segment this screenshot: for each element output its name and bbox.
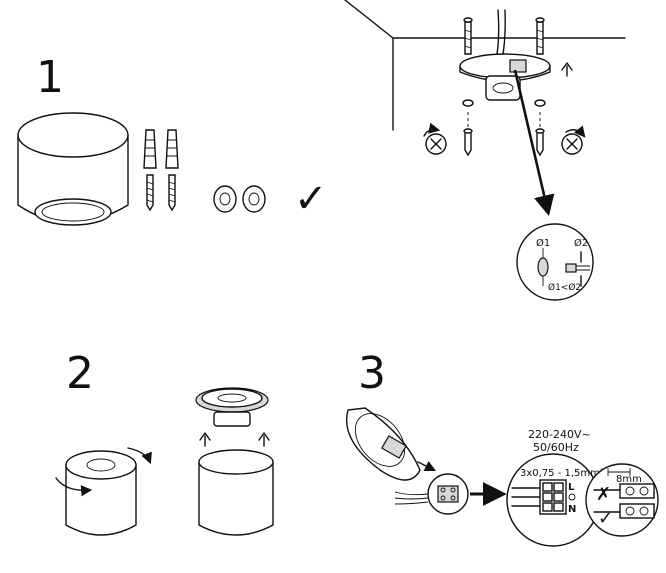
screw-icon: [146, 174, 176, 212]
ceiling-screw-right: [535, 17, 545, 55]
detail-label-relation: Ø1<Ø2: [548, 282, 581, 293]
base-with-terminal-step3: [346, 407, 437, 481]
cable-spec-label: 3x0,75 - 1,5mm²: [520, 468, 604, 479]
cross-mark: ✗: [596, 484, 611, 505]
lower-screw-right: [535, 128, 545, 157]
strip-length-label: 8mm: [616, 474, 642, 485]
terminal-block-detail: [506, 453, 600, 547]
mounting-base: [459, 53, 551, 101]
detail-callout-arrow: [513, 69, 555, 217]
rotate-screw-icon-right: [561, 125, 586, 155]
lamp-housing-step2-right: [198, 449, 274, 536]
voltage-label: 220-240V~: [528, 428, 591, 441]
step-number-3: 3: [358, 348, 386, 399]
terminal-n-label: N: [568, 504, 576, 515]
detail-label-d1: Ø1: [536, 237, 550, 249]
frequency-label: 50/60Hz: [533, 441, 579, 454]
lamp-housing-step1: [17, 112, 129, 226]
ceiling-screw-left: [463, 17, 473, 55]
rotate-screw-icon-left: [423, 122, 447, 155]
check-mark: ✓: [294, 176, 328, 222]
lamp-base-plate-step2: [195, 387, 269, 427]
wall-plug-icon: [143, 129, 179, 169]
step-number-2: 2: [66, 348, 94, 399]
strip-length-detail: [585, 463, 659, 537]
lower-screw-left: [463, 128, 473, 157]
detail-circle: [516, 223, 594, 301]
arrow-up-icon: [561, 62, 573, 77]
detail-label-d2: Ø2: [574, 237, 588, 249]
ceiling-corner: [344, 0, 626, 131]
check-mark-small: ✓: [598, 508, 613, 529]
wire-connection-detail: [394, 473, 469, 515]
arrow-up-icon-right: [258, 432, 270, 447]
step-number-1: 1: [36, 52, 64, 103]
lower-washers: [462, 99, 546, 107]
supply-cable: [495, 9, 500, 61]
terminal-l-label: L: [568, 482, 575, 493]
lamp-housing-step2-left: [55, 447, 152, 536]
arrow-up-icon-left: [199, 432, 211, 447]
washer-icon: [213, 185, 266, 213]
